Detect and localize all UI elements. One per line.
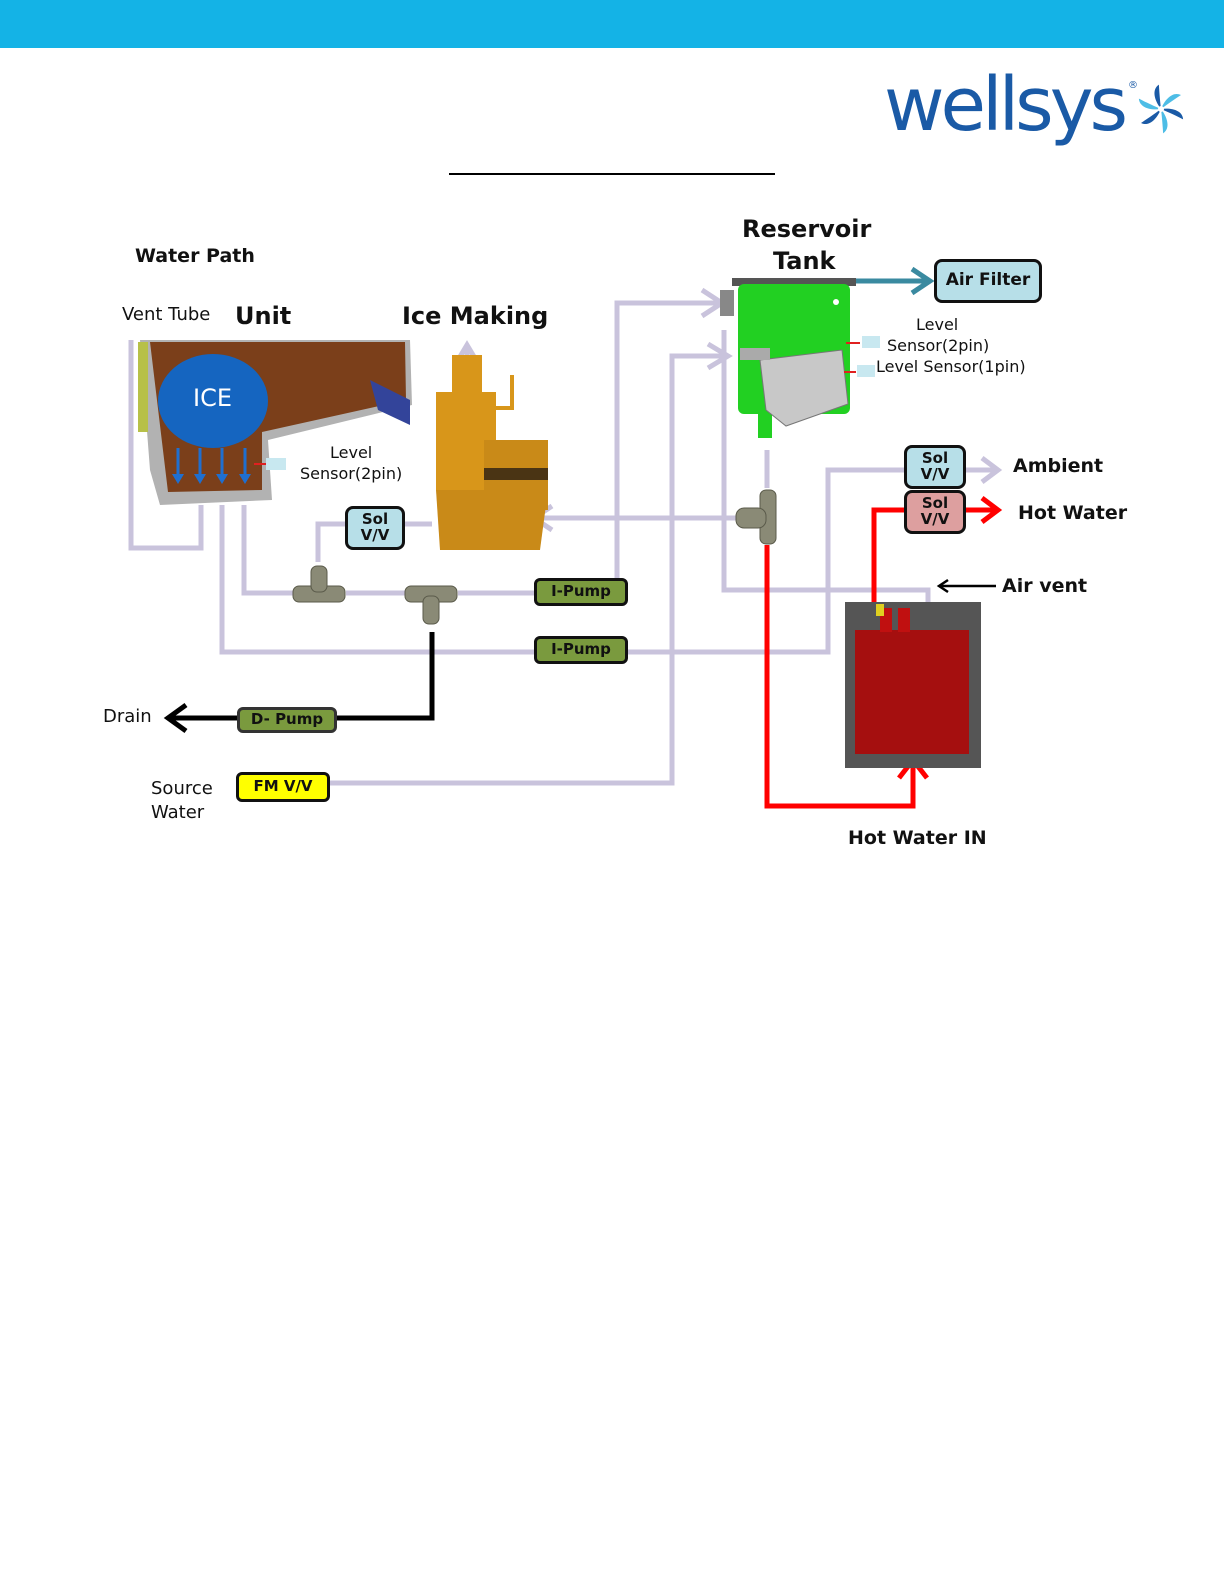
sol-valve-ice-box: Sol V/V (345, 506, 405, 550)
ice-level-sensor-label-line2: Sensor(2pin) (300, 465, 402, 483)
reservoir-level-sensor-2pin (862, 336, 880, 348)
sol-valve-hot-line2: V/V (921, 512, 950, 528)
source-water-label-line1: Source (151, 779, 213, 799)
unit-label: Unit (235, 303, 291, 329)
d-pump-box: D- Pump (237, 707, 337, 733)
water-path-diagram: Water Path Vent Tube Unit Ice Making ICE… (0, 0, 1224, 880)
sol-valve-hot-box: Sol V/V (904, 490, 966, 534)
air-filter-box: Air Filter (934, 259, 1042, 303)
i-pump-2-box: I-Pump (534, 636, 628, 664)
res-level-sensor-label-line1: Level (916, 316, 958, 334)
vent-tube-label: Vent Tube (122, 305, 210, 325)
sol-valve-ice-line2: V/V (361, 528, 390, 544)
fm-valve-box: FM V/V (236, 772, 330, 802)
air-filter-pipe (855, 269, 930, 293)
fm-valve-label: FM V/V (253, 779, 312, 795)
ice-maker-component (436, 355, 548, 550)
ice-level-sensor-label-line1: Level (330, 444, 372, 462)
air-vent-arrow-icon (939, 580, 996, 592)
ice-making-label: Ice Making (402, 303, 548, 329)
i-pump-1-box: I-Pump (534, 578, 628, 606)
reservoir-level-sensor-1pin (857, 365, 875, 377)
ambient-label: Ambient (1013, 456, 1103, 477)
reservoir-label-line1: Reservoir (742, 216, 871, 242)
tee-to-sol-pipe (318, 524, 345, 562)
i-pump-1-label: I-Pump (551, 584, 611, 600)
hot-water-in-label: Hot Water IN (848, 828, 987, 849)
ice-level-sensor (266, 458, 286, 470)
reservoir-label-line2: Tank (773, 248, 836, 274)
air-filter-label: Air Filter (946, 272, 1031, 290)
unit-to-tee-pipe (244, 505, 296, 593)
source-water-label-line2: Water (151, 803, 204, 823)
res-level-sensor-1pin-label: Level Sensor(1pin) (876, 358, 1026, 376)
drain-label: Drain (103, 707, 152, 727)
ice-label: ICE (193, 385, 232, 411)
reservoir-tank (720, 278, 880, 438)
air-vent-label: Air vent (1002, 576, 1087, 597)
hot-water-label: Hot Water (1018, 503, 1127, 524)
res-level-sensor-label-line2: Sensor(2pin) (887, 337, 989, 355)
sol-valve-ambient-box: Sol V/V (904, 445, 966, 489)
sol-valve-ambient-line2: V/V (921, 467, 950, 483)
hot-water-tank (845, 602, 981, 768)
pipes-layer (0, 0, 1224, 880)
diagram-title: Water Path (135, 246, 255, 267)
d-pump-label: D- Pump (251, 712, 323, 728)
i-pump-2-label: I-Pump (551, 642, 611, 658)
